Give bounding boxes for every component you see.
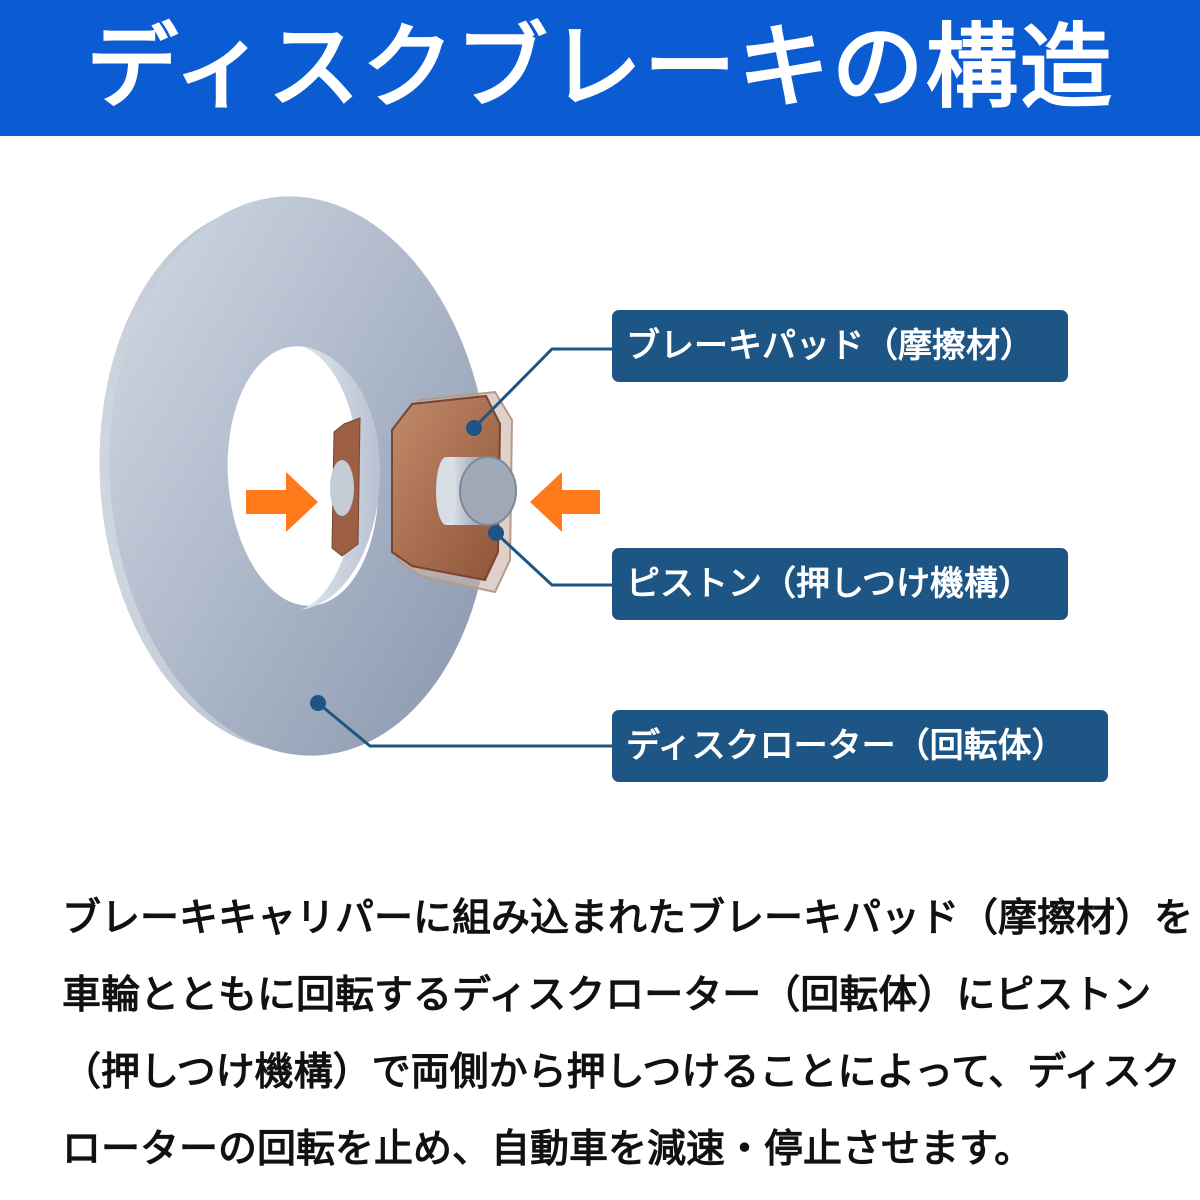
pad-leader-dot	[466, 420, 482, 436]
piston-leader-dot	[488, 525, 504, 541]
disc-rotor	[99, 196, 491, 756]
description-line: ブレーキキャリパーに組み込まれたブレーキパッド（摩擦材）を	[62, 896, 1194, 941]
rotor-leader-line	[317, 701, 612, 748]
description-line: （押しつけ機構）で両側から押しつけることによって、ディスク	[62, 1050, 1181, 1095]
disc-rotor-label: ディスクローター（回転体）	[612, 710, 1108, 782]
rotor-leader-dot	[310, 695, 326, 711]
pad-leader-line	[472, 347, 612, 430]
page-title: ディスクブレーキの構造	[86, 14, 1114, 121]
disc-brake-diagram	[99, 196, 612, 756]
piston	[436, 456, 517, 526]
right-force-arrow	[530, 472, 600, 532]
title-bar: ディスクブレーキの構造	[0, 0, 1200, 136]
description-line: 車輪とともに回転するディスクローター（回転体）にピストン	[62, 973, 1152, 1018]
brake-pad-label-text: ブレーキパッド（摩擦材）	[626, 326, 1034, 366]
disc-rotor-label-text: ディスクローター（回転体）	[626, 726, 1066, 766]
piston-label: ピストン（押しつけ機構）	[612, 548, 1068, 620]
inner-piston	[330, 460, 354, 516]
piston-label-text: ピストン（押しつけ機構）	[626, 564, 1032, 604]
brake-pad-label: ブレーキパッド（摩擦材）	[612, 310, 1068, 382]
rotor-hole-inner-wall	[300, 346, 381, 610]
piston-leader-line	[494, 531, 612, 587]
left-force-arrow	[246, 472, 318, 532]
description: ブレーキキャリパーに組み込まれたブレーキパッド（摩擦材）を 車輪とともに回転する…	[62, 880, 1194, 1188]
description-line: ローターの回転を止め、自動車を減速・停止させます。	[62, 1127, 1034, 1172]
